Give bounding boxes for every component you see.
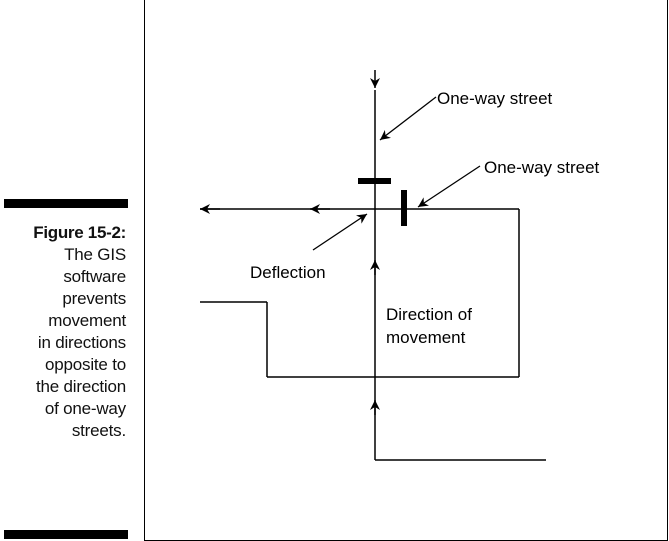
label-deflection: Deflection bbox=[250, 263, 326, 282]
label-oneway-street-2: One-way street bbox=[484, 158, 600, 177]
caption-line: opposite to bbox=[45, 355, 126, 374]
caption-line: of one-way bbox=[44, 399, 126, 418]
caption-line: the direction bbox=[35, 377, 126, 396]
leader-oneway-2 bbox=[417, 165, 481, 208]
caption-line: The GIS bbox=[64, 245, 126, 264]
leader-oneway-1 bbox=[379, 96, 437, 141]
caption-top-bar bbox=[4, 199, 128, 208]
label-oneway-street-1: One-way street bbox=[437, 89, 553, 108]
caption-line: streets. bbox=[71, 421, 126, 440]
label-direction-line2: movement bbox=[386, 328, 466, 347]
label-direction-line1: Direction of bbox=[386, 305, 472, 324]
caption-line: prevents bbox=[62, 289, 126, 308]
caption-line: movement bbox=[48, 311, 126, 330]
caption-title: Figure 15-2: bbox=[33, 223, 126, 242]
caption-line: in directions bbox=[37, 333, 126, 352]
barrier-horizontal bbox=[358, 178, 391, 184]
caption-bottom-bar bbox=[4, 530, 128, 539]
leader-deflection bbox=[312, 213, 368, 251]
barrier-vertical bbox=[401, 190, 407, 226]
figure-caption: Figure 15-2: The GIS software prevents m… bbox=[0, 222, 126, 442]
caption-line: software bbox=[63, 267, 126, 286]
